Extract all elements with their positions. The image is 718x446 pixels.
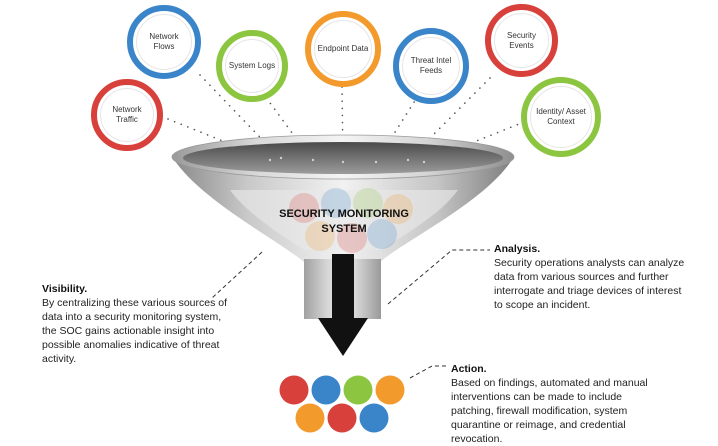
funnel-window xyxy=(230,190,458,250)
funnel-inner-blobs xyxy=(289,188,413,253)
source-network-flows: Network Flows xyxy=(127,5,201,79)
visibility-body: By centralizing these various sources of… xyxy=(42,297,228,365)
source-network-traffic: Network Traffic xyxy=(91,79,163,151)
output-dot xyxy=(295,403,325,433)
action-text: Action. Based on findings, automated and… xyxy=(451,362,665,446)
visibility-heading: Visibility. xyxy=(42,283,88,295)
opening-dots xyxy=(268,156,426,164)
output-dot xyxy=(375,375,405,405)
down-arrow xyxy=(318,254,368,356)
output-dot xyxy=(327,403,357,433)
source-label: Network Traffic xyxy=(112,105,142,124)
title-line-1: SECURITY MONITORING xyxy=(279,208,409,220)
output-dot xyxy=(279,375,309,405)
output-dots xyxy=(279,375,405,433)
action-body: Based on findings, automated and manual … xyxy=(451,377,648,445)
action-heading: Action. xyxy=(451,363,487,375)
leader-lines xyxy=(211,249,490,379)
analysis-body: Security operations analysts can analyze… xyxy=(494,257,685,311)
output-dot xyxy=(343,375,373,405)
feed-line-network-flows xyxy=(199,74,281,159)
source-label: Network Flows xyxy=(149,32,179,51)
source-identity-asset-context: Identity/ Asset Context xyxy=(521,77,601,157)
source-label: Endpoint Data xyxy=(317,44,369,53)
source-endpoint-data: Endpoint Data xyxy=(305,11,381,87)
source-label: Security Events xyxy=(507,30,536,50)
title-line-2: SYSTEM xyxy=(321,223,367,235)
source-label: Threat Intel Feeds xyxy=(410,56,452,75)
funnel-opening xyxy=(183,142,503,174)
source-system-logs: System Logs xyxy=(216,30,288,102)
output-dot xyxy=(359,403,389,433)
source-threat-intel-feeds: Threat Intel Feeds xyxy=(393,28,469,104)
analysis-text: Analysis. Security operations analysts c… xyxy=(494,242,690,312)
visibility-text: Visibility. By centralizing these variou… xyxy=(42,282,237,366)
leader-visibility xyxy=(211,251,263,299)
leader-analysis xyxy=(387,249,490,305)
security-monitoring-system-title: SECURITY MONITORING SYSTEM xyxy=(262,207,426,237)
output-dot xyxy=(311,375,341,405)
source-label: System Logs xyxy=(228,61,276,70)
leader-action xyxy=(409,365,446,379)
source-security-events: Security Events xyxy=(485,4,558,77)
source-label: Identity/ Asset Context xyxy=(536,107,586,126)
analysis-heading: Analysis. xyxy=(494,243,541,255)
